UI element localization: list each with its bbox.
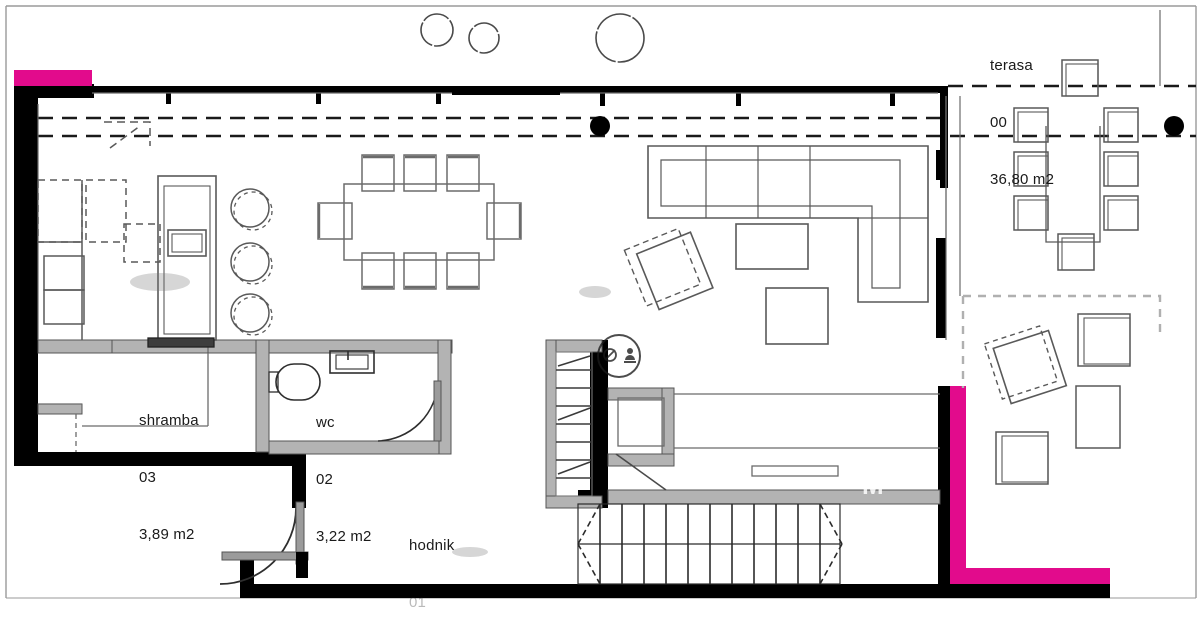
structural-columns xyxy=(590,116,1184,136)
room-name: wc xyxy=(316,414,335,431)
terrace-dining-set xyxy=(1013,59,1139,271)
erased-annotation-smudges xyxy=(130,273,611,557)
structural-walls xyxy=(14,84,1110,598)
entry-door-swing xyxy=(219,501,309,585)
room-name: shramba xyxy=(139,412,199,429)
room-area: 36,80 m2 xyxy=(990,171,1055,188)
wc-fixtures xyxy=(268,350,442,442)
storage-fittings xyxy=(38,337,215,452)
interior-walls xyxy=(37,339,941,509)
kitchen-furniture xyxy=(37,121,273,341)
dining-table-indoor xyxy=(317,154,522,290)
room-number: 03 xyxy=(139,469,157,486)
room-number: 00 xyxy=(990,114,1008,131)
room-name: hodnik xyxy=(409,537,455,554)
circular-stamp-icon xyxy=(597,334,641,378)
room-number: 02 xyxy=(316,471,334,488)
room-name: terasa xyxy=(990,57,1033,74)
room-label-wc: wc 02 3,22 m2 xyxy=(316,375,372,584)
hall-storage-niche xyxy=(615,397,839,491)
room-area: 3,22 m2 xyxy=(316,528,372,545)
room-label-shramba: shramba 03 3,89 m2 xyxy=(139,373,199,582)
misc-partitions xyxy=(945,10,1161,296)
room-label-terasa: terasa 00 36,80 m2 xyxy=(990,18,1054,227)
terrace-lounge-set xyxy=(961,294,1162,485)
room-label-hodnik: hodnik 01 xyxy=(409,498,454,618)
planter-circles xyxy=(420,13,645,63)
stair-run-upper xyxy=(555,351,593,497)
overhead-dashed-lines xyxy=(38,84,1196,138)
room-area: 3,89 m2 xyxy=(139,526,195,543)
room-number: 01 xyxy=(409,594,427,611)
staircase-lower xyxy=(577,503,843,585)
living-room-furniture xyxy=(623,145,929,345)
